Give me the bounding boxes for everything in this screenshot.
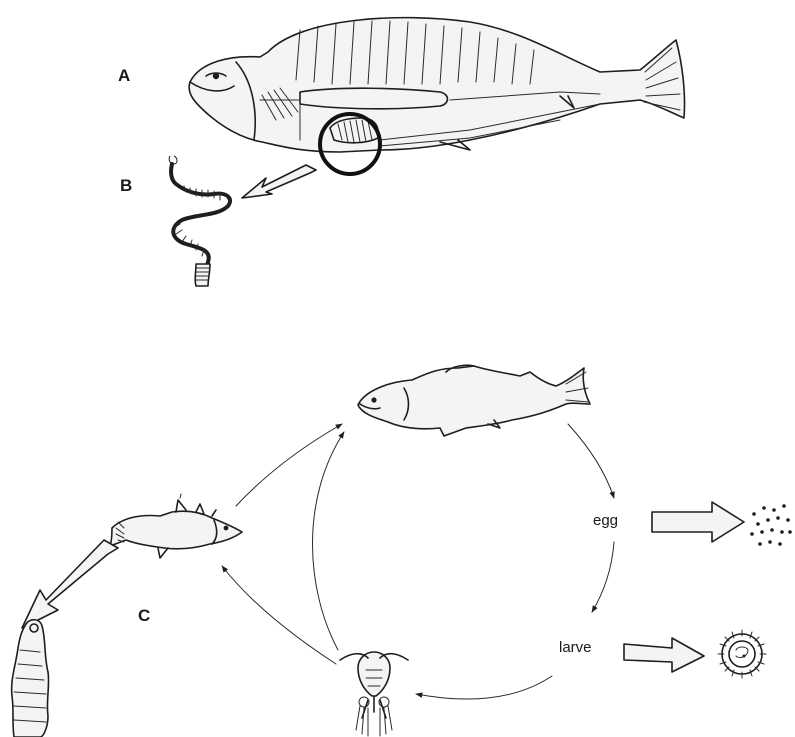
salmon-host-illustration xyxy=(358,365,590,436)
plerocercoid-illustration xyxy=(12,620,49,737)
dissected-fish-illustration xyxy=(189,18,684,198)
panel-a-label: A xyxy=(118,66,130,85)
copepod-host-illustration xyxy=(340,652,408,736)
larva-stage-label: larve xyxy=(559,639,592,656)
arrow-to-eggs xyxy=(652,502,744,542)
panel-b-label: B xyxy=(120,176,132,195)
panel-c-label: C xyxy=(138,606,150,625)
egg-stage-label: egg xyxy=(593,512,618,529)
eggs-illustration xyxy=(750,504,792,546)
arrow-to-worm xyxy=(242,165,316,198)
extracted-worm-illustration xyxy=(169,156,230,286)
stickleback-host-illustration xyxy=(110,494,242,558)
arrow-to-larva xyxy=(624,638,704,672)
life-cycle-arrows xyxy=(222,424,614,699)
arrow-to-plerocercoid xyxy=(22,540,118,628)
coracidium-larva-illustration xyxy=(718,630,766,678)
